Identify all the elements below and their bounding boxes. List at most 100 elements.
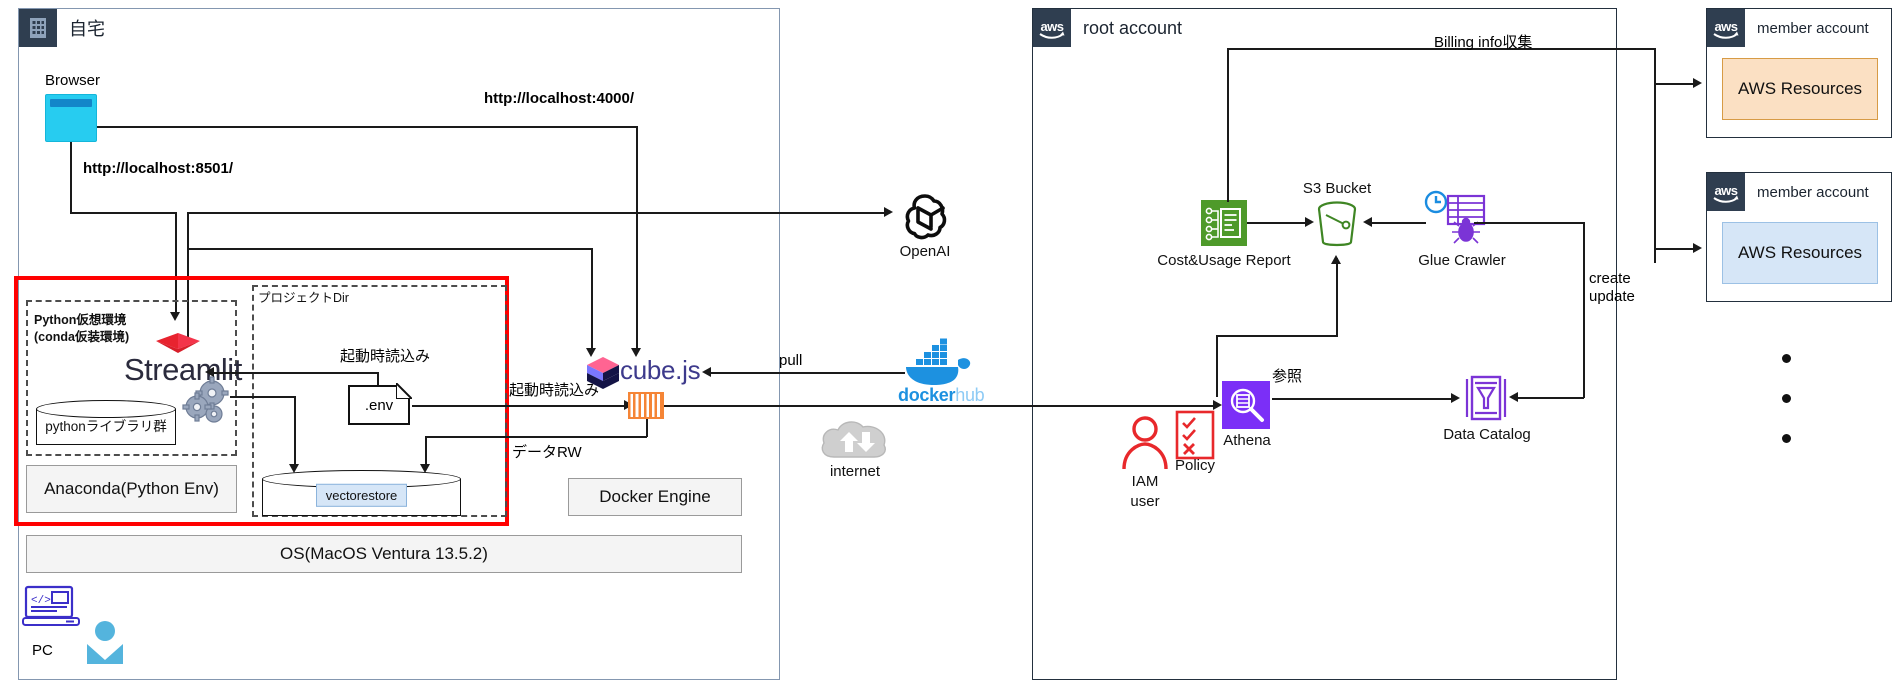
edge-athena-to-catalog-arrow	[1451, 393, 1460, 403]
iam-user-line2: user	[1130, 492, 1160, 510]
edge-glue-create-h	[1474, 222, 1584, 224]
edge-billing-v-left	[1227, 48, 1229, 202]
iam-user-icon	[1122, 416, 1168, 470]
edge-env-to-streamlit-v	[377, 375, 379, 385]
edge-billing-to-member1-arrow	[1693, 78, 1702, 88]
edge-browser-to-streamlit-arrow	[170, 312, 180, 321]
dockerhub-label: dockerhub	[898, 385, 985, 406]
zone-member-account-2	[1706, 172, 1892, 302]
vectorstore-db: vectorestore	[262, 470, 461, 516]
edge-label-create: create	[1589, 270, 1631, 287]
edge-athena-to-s3-v2	[1216, 335, 1218, 397]
glue-crawler-icon	[1424, 190, 1486, 244]
zone-root-account-label: root account	[1083, 17, 1183, 38]
edge-label-data-rw: データRW	[512, 444, 582, 461]
data-catalog-label: Data Catalog	[1443, 426, 1531, 443]
edge-label-update: update	[1589, 288, 1635, 305]
edge-browser-to-streamlit-v1	[70, 142, 72, 213]
edge-athena-to-catalog-h	[1272, 398, 1454, 400]
aws-resources-label-2: AWS Resources	[1737, 243, 1863, 262]
aws-resources-label-1: AWS Resources	[1737, 79, 1863, 98]
edge-container-rw-v1	[646, 419, 648, 437]
browser-label: Browser	[45, 72, 101, 89]
edge-browser-to-cubejs-arrow	[631, 348, 641, 357]
group-project-dir-title: プロジェクトDir	[258, 291, 349, 305]
edge-iam-to-athena-h	[1032, 405, 1214, 407]
zone-home-header: 自宅	[19, 9, 105, 47]
python-venv-title-line1: Python仮想環境	[34, 313, 127, 327]
pc-icon: </>	[22, 585, 80, 626]
os-label: OS(MacOS Ventura 13.5.2)	[280, 544, 488, 563]
anaconda-label: Anaconda(Python Env)	[44, 479, 219, 498]
aws-resources-box-1: AWS Resources	[1722, 58, 1878, 120]
edge-browser-to-cubejs-h	[97, 126, 637, 128]
edge-athena-to-s3-v	[1336, 258, 1338, 336]
edge-streamlit-to-openai-arrow	[884, 207, 893, 217]
athena-icon	[1222, 381, 1270, 429]
zone-home	[18, 8, 780, 680]
browser-icon	[45, 94, 97, 142]
zone-member-account-2-header: aws member account	[1707, 173, 1869, 211]
edge-pull-arrow	[702, 367, 711, 377]
cubejs-label: cube.js	[620, 355, 701, 385]
edge-container-rw-arrow	[420, 464, 430, 473]
edge-glue-create-arrow	[1509, 392, 1518, 402]
edge-browser-to-streamlit-h	[70, 212, 176, 214]
edge-label-localhost-4000: http://localhost:4000/	[484, 90, 635, 107]
edge-browser-to-streamlit-v2	[175, 212, 177, 314]
edge-athena-to-s3-arrow	[1331, 255, 1341, 264]
edge-container-rw-v2	[425, 436, 427, 466]
os-box: OS(MacOS Ventura 13.5.2)	[26, 535, 742, 573]
aws-icon: aws	[1707, 173, 1745, 211]
openai-icon	[905, 194, 947, 240]
edge-streamlit-to-openai-h	[187, 212, 886, 214]
edge-glue-create-h2	[1516, 397, 1584, 399]
edge-gears-to-vectorstore-arrow	[289, 464, 299, 473]
policy-icon	[1175, 410, 1215, 460]
python-libraries-label: pythonライブラリ群	[45, 418, 167, 434]
edge-streamlit-to-cubejs-v	[591, 248, 593, 350]
iam-user-label: IAM user	[1112, 472, 1178, 511]
dockerhub-icon	[906, 338, 971, 386]
s3-bucket-icon	[1317, 201, 1357, 247]
cost-usage-report-icon	[1201, 200, 1247, 246]
edge-streamlit-to-cubejs-arrow2	[586, 348, 596, 357]
edge-label-localhost-8501: http://localhost:8501/	[83, 160, 234, 177]
zone-member-account-1-label: member account	[1757, 19, 1869, 37]
vectorstore-label-wrap: vectorestore	[262, 483, 461, 507]
data-catalog-icon	[1465, 375, 1507, 421]
highlight-box	[14, 276, 509, 526]
policy-label: Policy	[1174, 457, 1215, 474]
zone-member-account-2-label: member account	[1757, 183, 1869, 201]
edge-billing-to-member2-arrow	[1693, 243, 1702, 253]
group-project-dir	[252, 285, 507, 517]
ellipsis-dot-1	[1782, 354, 1791, 363]
docker-engine-label: Docker Engine	[599, 487, 711, 506]
docker-container-icon	[628, 392, 664, 419]
edge-browser-to-cubejs-v	[636, 126, 638, 350]
edge-pull-h	[709, 372, 905, 374]
group-python-venv	[26, 300, 237, 456]
svg-text:</>: </>	[31, 595, 51, 607]
zone-root-account-header: aws root account	[1033, 9, 1182, 47]
pc-label: PC	[32, 642, 53, 659]
env-file-label: .env	[364, 396, 394, 414]
athena-label: Athena	[1223, 432, 1271, 449]
zone-member-account-1	[1706, 8, 1892, 138]
edge-label-pull: pull	[779, 352, 803, 369]
glue-crawler-label: Glue Crawler	[1418, 252, 1506, 269]
edge-gears-to-vectorstore-v	[294, 396, 296, 466]
aws-resources-box-2: AWS Resources	[1722, 222, 1878, 284]
edge-container-to-athena-h	[664, 405, 1216, 407]
vectorstore-label: vectorestore	[315, 483, 408, 507]
ellipsis-dot-2	[1782, 394, 1791, 403]
edge-label-reference: 参照	[1272, 368, 1303, 385]
edge-env-to-streamlit-h	[212, 372, 378, 374]
docker-engine-box: Docker Engine	[568, 478, 742, 516]
python-libraries-db: pythonライブラリ群	[36, 400, 176, 445]
dockerhub-label-docker: docker	[898, 385, 956, 405]
edge-env-to-streamlit-arrow	[205, 367, 214, 377]
edge-glue-create-v	[1583, 222, 1585, 398]
dockerhub-label-hub: hub	[955, 385, 985, 405]
zone-home-label: 自宅	[69, 19, 105, 39]
